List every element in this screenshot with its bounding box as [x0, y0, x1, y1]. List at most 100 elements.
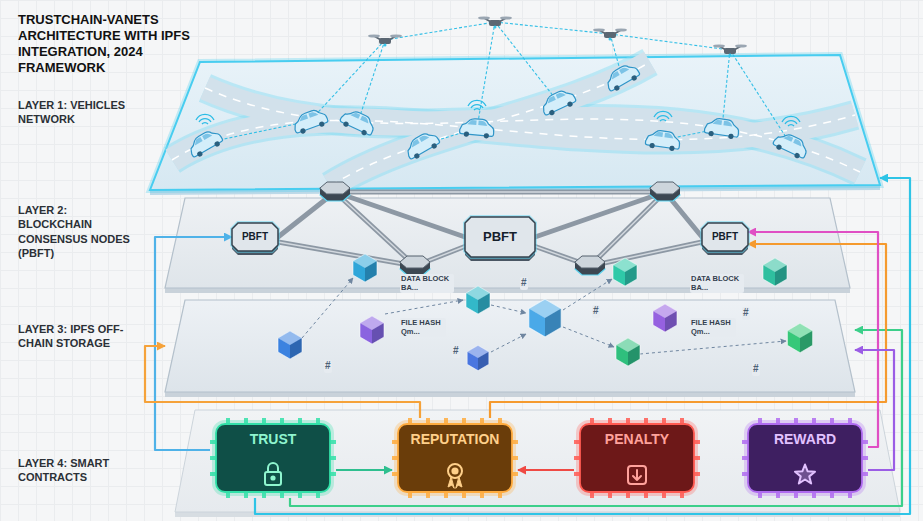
- car: [704, 117, 740, 140]
- reward-star: [795, 465, 815, 484]
- node-face: [232, 223, 278, 251]
- node-label: PBFT: [712, 231, 738, 243]
- data-cube: [360, 316, 384, 344]
- wifi: [654, 111, 672, 121]
- ipfs-label: FILE HASH Qm...: [690, 318, 736, 337]
- network-link: [205, 22, 791, 145]
- chip-face: [216, 424, 330, 492]
- penalty-arrow: [633, 470, 641, 480]
- chip-outline: [392, 418, 518, 498]
- data-cube: [613, 258, 637, 286]
- layer-plane-outline: [150, 55, 880, 190]
- chip-outline: [574, 418, 700, 498]
- consensus-mesh: [278, 182, 702, 275]
- ipfs-link: [302, 278, 353, 338]
- chip-glow: [397, 423, 513, 493]
- pipe-link: [278, 192, 465, 237]
- chip-glow: [747, 423, 863, 493]
- node-glow: [465, 217, 535, 257]
- node-face: [702, 223, 748, 251]
- smart-contract: REWARD: [742, 418, 868, 498]
- chip-outline: [210, 418, 336, 498]
- car: [403, 129, 442, 162]
- contract-arrow: [518, 469, 574, 471]
- consensus-node: PBFT: [232, 223, 278, 251]
- plane-glow: [150, 55, 880, 190]
- roads: [172, 62, 860, 186]
- ipfs-link: [640, 341, 786, 354]
- mesh-pipe-shine: [278, 192, 702, 266]
- consensus-node: PBFT: [702, 223, 748, 251]
- smart-contract: TRUST: [210, 418, 336, 498]
- lock-shackle: [268, 463, 278, 472]
- node-label: PBFT: [242, 231, 268, 243]
- data-cube: [353, 254, 377, 282]
- data-cube: [529, 299, 561, 337]
- drone: [593, 28, 627, 40]
- ipfs-link: [563, 279, 612, 310]
- contract-arrow: [748, 232, 878, 447]
- contract-icon: [448, 464, 462, 488]
- layer-heading: LAYER 4: SMART CONTRACTS: [18, 456, 138, 485]
- mesh-hex: [400, 256, 430, 275]
- data-cube: [763, 258, 787, 286]
- wifi-signals: [196, 100, 800, 126]
- hash-mark: #: [592, 305, 600, 318]
- layer-plane-outline: [165, 300, 855, 392]
- data-cube: [787, 323, 812, 352]
- hash-mark: #: [752, 363, 760, 376]
- data-cube: [653, 304, 677, 332]
- data-cubes: [278, 254, 813, 371]
- penalty-box: [628, 466, 646, 484]
- lane-mark: [330, 62, 650, 186]
- contract-label: REPUTATION: [411, 431, 500, 448]
- layer-plane: LAYER 1: VEHICLES NETWORK: [150, 55, 880, 190]
- plane-surface: [150, 55, 880, 190]
- layer-plane: LAYER 2: BLOCKCHAIN CONSENSUS NODES (PBF…: [165, 198, 850, 288]
- mesh-hex: [320, 182, 350, 201]
- plane-edge: [150, 185, 880, 195]
- medal-disc: [448, 464, 462, 478]
- mesh-pipe: [278, 192, 702, 266]
- node-glow: [232, 223, 278, 251]
- smart-contract: PENALTY: [574, 418, 700, 498]
- car: [645, 129, 681, 152]
- contract-arrow: [490, 244, 886, 418]
- car: [291, 107, 329, 136]
- ipfs-link: [491, 305, 526, 313]
- car: [459, 118, 494, 139]
- contract-arrow: [336, 469, 392, 471]
- drone: [478, 16, 512, 28]
- data-cube: [278, 331, 302, 359]
- smart-contract: REPUTATION: [392, 418, 518, 498]
- contract-arrow: [255, 178, 910, 514]
- ipfs-link: [563, 327, 614, 347]
- mesh-hex: [650, 182, 680, 201]
- lock-body: [265, 472, 281, 485]
- layer-plane: LAYER 3: IPFS OFF-CHAIN STORAGE: [165, 300, 855, 392]
- contract-arrow: [145, 346, 420, 418]
- ipfs-label: DATA BLOCK BA...: [690, 274, 744, 293]
- wifi: [196, 114, 214, 124]
- wifi: [782, 116, 800, 126]
- lane-mark: [172, 115, 855, 160]
- connectors: [145, 178, 910, 514]
- hash-mark: #: [520, 277, 528, 290]
- pipe-link: [535, 192, 702, 237]
- drone: [368, 34, 402, 46]
- consensus-node: PBFT: [465, 217, 535, 257]
- car: [603, 61, 642, 94]
- contract-label: PENALTY: [605, 431, 669, 448]
- ipfs-label: DATA BLOCK BA...: [400, 274, 454, 293]
- plane-edge: [165, 288, 850, 293]
- plane-surface: [165, 300, 855, 392]
- contract-label: TRUST: [250, 431, 297, 448]
- layer-plane: LAYER 4: SMART CONTRACTSTRUSTREPUTATIONP…: [175, 410, 900, 512]
- plane-surface: [165, 198, 850, 288]
- ipfs-label: FILE HASH Qm...: [400, 318, 446, 337]
- wifi: [468, 100, 486, 110]
- contract-arrow: [155, 237, 232, 450]
- chip-face: [398, 424, 512, 492]
- vehicles: [186, 61, 810, 162]
- plane-edge: [165, 392, 855, 397]
